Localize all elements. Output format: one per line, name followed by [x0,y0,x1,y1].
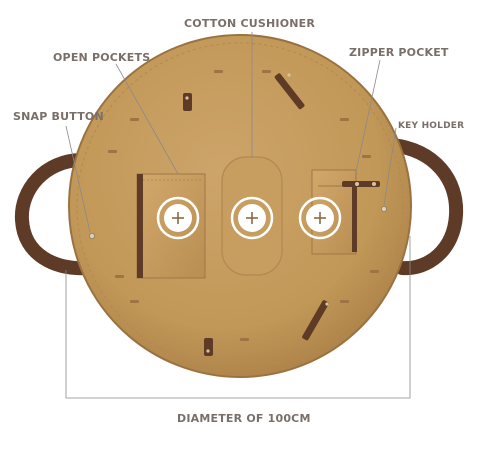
snap-button-right [380,205,387,212]
right-strap [385,138,464,276]
snap-button-left [89,232,96,239]
label-diameter: DIAMETER OF 100CM [177,412,311,425]
hotspot-marker-1[interactable] [156,196,200,240]
label-key-holder: KEY HOLDER [398,121,465,131]
edge-slits [108,70,379,341]
hotspot-marker-3[interactable] [298,196,342,240]
hotspot-marker-2[interactable] [230,196,274,240]
plus-icon [246,212,258,224]
leather-tabs [183,73,329,356]
leader-lines [65,32,411,399]
label-open-pockets: OPEN POCKETS [53,51,151,64]
plus-icon [172,212,184,224]
left-strap [14,153,95,276]
label-zipper-pocket: ZIPPER POCKET [349,46,449,59]
plus-icon [314,212,326,224]
label-cotton-cushioner: COTTON CUSHIONER [184,17,316,30]
label-snap-button: SNAP BUTTON [13,110,104,123]
